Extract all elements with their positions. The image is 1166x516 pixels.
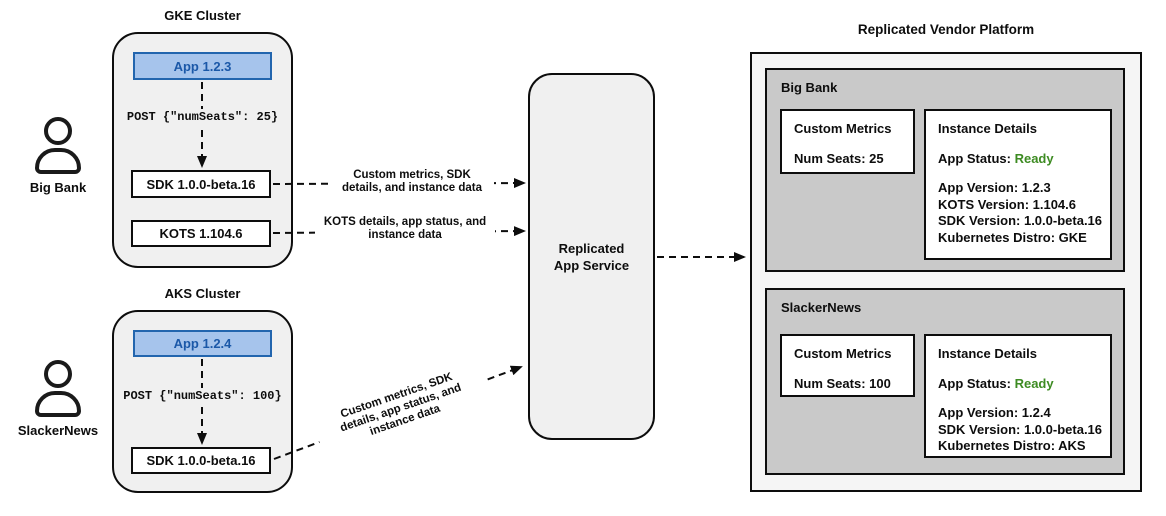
detail-k8s-distro: Kubernetes Distro: GKE (938, 229, 1087, 245)
person-body-icon (35, 148, 81, 174)
aks-sdk-box: SDK 1.0.0-beta.16 (131, 447, 271, 474)
user-big-bank: Big Bank (20, 117, 96, 195)
slackernews-instance-details-box: Instance Details App Status: Ready App V… (924, 334, 1112, 458)
num-seats-value: Num Seats: 100 (794, 376, 891, 391)
detail-sdk-version: SDK Version: 1.0.0-beta.16 (938, 421, 1103, 437)
detail-k8s-distro: Kubernetes Distro: AKS (938, 438, 1086, 453)
app-status-line: App Status: Ready (926, 136, 1110, 166)
big-bank-instance-details-box: Instance Details App Status: Ready App V… (924, 109, 1112, 260)
app-status-line: App Status: Ready (926, 361, 1110, 391)
user-slackernews: SlackerNews (13, 360, 103, 438)
person-head-icon (44, 117, 72, 145)
instance-details-title: Instance Details (938, 346, 1037, 361)
aks-cluster-title: AKS Cluster (164, 286, 241, 301)
big-bank-custom-metrics-box: Custom Metrics Num Seats: 25 (780, 109, 915, 174)
aks-app-version-box: App 1.2.4 (133, 330, 272, 357)
instance-details-lines: App Version: 1.2.4 SDK Version: 1.0.0-be… (926, 391, 1110, 455)
person-icon (13, 360, 103, 417)
gke-kots-box: KOTS 1.104.6 (131, 220, 271, 247)
detail-kots-version: KOTS Version: 1.104.6 (938, 196, 1077, 212)
arrow-label-kots-details: KOTS details, app status, and instance d… (315, 214, 495, 244)
gke-post-label-wrap: POST {"numSeats": 25} (112, 107, 293, 125)
replicated-app-service-box: Replicated App Service (528, 73, 655, 440)
user-big-bank-label: Big Bank (29, 180, 87, 195)
instance-details-lines: App Version: 1.2.3 KOTS Version: 1.104.6… (926, 166, 1110, 246)
detail-app-version: App Version: 1.2.3 (938, 180, 1051, 195)
app-status-label: App Status: (938, 151, 1011, 166)
arrow-label-sdk-metrics: Custom metrics, SDK details, and instanc… (330, 167, 494, 197)
app-status-value: Ready (1014, 151, 1054, 166)
aks-post-label-wrap: POST {"numSeats": 100} (112, 386, 293, 404)
slackernews-custom-metrics-box: Custom Metrics Num Seats: 100 (780, 334, 915, 397)
gke-app-version-box: App 1.2.3 (133, 52, 272, 80)
person-icon (20, 117, 96, 174)
panel-big-bank: Big Bank Custom Metrics Num Seats: 25 In… (765, 68, 1125, 272)
gke-cluster-title: GKE Cluster (164, 8, 241, 23)
service-label-line1: Replicated (558, 240, 625, 256)
custom-metrics-title: Custom Metrics (794, 121, 892, 136)
arrow-label-aks-metrics: Custom metrics, SDK details, app status,… (310, 359, 492, 458)
app-status-value: Ready (1014, 376, 1054, 391)
user-slackernews-label: SlackerNews (17, 423, 99, 438)
panel-big-bank-name: Big Bank (781, 80, 838, 95)
detail-sdk-version: SDK Version: 1.0.0-beta.16 (938, 213, 1103, 228)
aks-post-label: POST {"numSeats": 100} (120, 388, 285, 404)
custom-metrics-title: Custom Metrics (794, 346, 892, 361)
panel-slackernews: SlackerNews Custom Metrics Num Seats: 10… (765, 288, 1125, 475)
num-seats-value: Num Seats: 25 (794, 151, 884, 166)
gke-post-label: POST {"numSeats": 25} (123, 109, 282, 125)
person-body-icon (35, 391, 81, 417)
app-status-label: App Status: (938, 376, 1011, 391)
person-head-icon (44, 360, 72, 388)
gke-sdk-box: SDK 1.0.0-beta.16 (131, 170, 271, 198)
service-label-line2: App Service (553, 257, 630, 273)
panel-slackernews-name: SlackerNews (781, 300, 862, 315)
vendor-platform-title: Replicated Vendor Platform (857, 22, 1035, 37)
detail-app-version: App Version: 1.2.4 (938, 405, 1051, 420)
instance-details-title: Instance Details (938, 121, 1037, 136)
